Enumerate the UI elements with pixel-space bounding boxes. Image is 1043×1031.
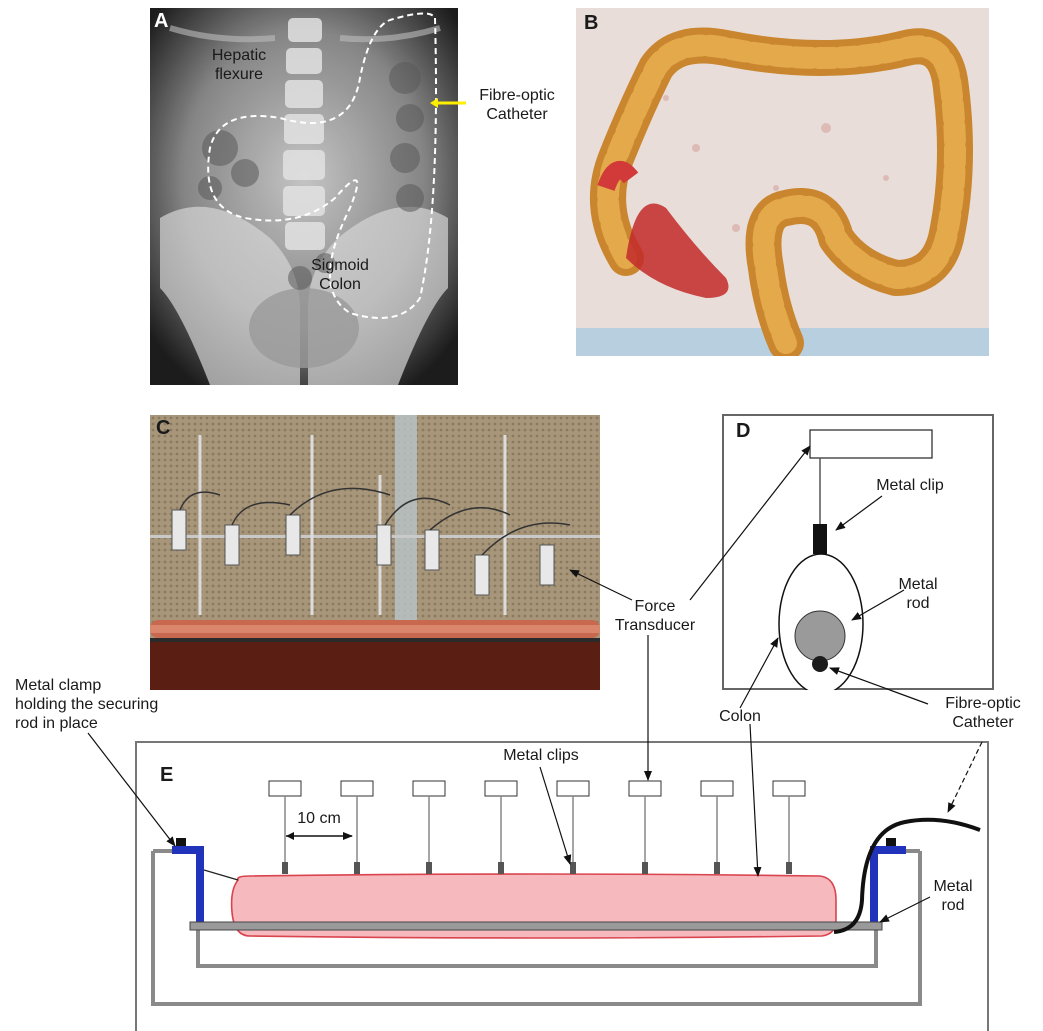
sigmoid-line-2: Colon — [300, 275, 380, 294]
metal-clip-d — [813, 524, 827, 554]
transducer-box-d — [810, 430, 932, 458]
metal-clips-label: Metal clips — [486, 746, 596, 765]
metal-rod-label-d: Metal rod — [888, 575, 948, 613]
catheter-label-d: Fibre-optic Catheter — [928, 694, 1038, 732]
clamp-line-2: holding the securing — [15, 695, 215, 714]
bench-setup-image — [150, 415, 600, 690]
force-line-1: Force — [600, 597, 710, 616]
colon-specimen-image — [576, 8, 989, 356]
clamp-line-1: Metal clamp — [15, 676, 215, 695]
force-line-2: Transducer — [600, 616, 710, 635]
catheter-a-line-2: Catheter — [462, 105, 572, 124]
metal-rod-d — [795, 611, 845, 661]
panel-c-photo: C — [150, 415, 600, 690]
cross-section-diagram — [722, 414, 994, 690]
catheter-dot-d — [812, 656, 828, 672]
rod-e-line-1: Metal — [923, 877, 983, 896]
metal-rod-label-e: Metal rod — [923, 877, 983, 915]
panel-e-letter: E — [160, 764, 173, 787]
hepatic-line-1: Hepatic — [194, 46, 284, 65]
panel-a-xray: A Hepatic flexure Sigmoid Colon — [150, 8, 458, 385]
metal-clamp-label: Metal clamp holding the securing rod in … — [15, 676, 215, 733]
sigmoid-line-1: Sigmoid — [300, 256, 380, 275]
panel-b-photo: B — [576, 8, 989, 356]
panel-b-letter: B — [584, 12, 598, 35]
panel-e-frame — [135, 741, 989, 1031]
force-transducer-label: Force Transducer — [600, 597, 710, 635]
catheter-d-line-1: Fibre-optic — [928, 694, 1038, 713]
rod-d-line-2: rod — [888, 594, 948, 613]
ten-cm-label: 10 cm — [284, 809, 354, 828]
colon-label-d: Colon — [705, 707, 775, 726]
hepatic-line-2: flexure — [194, 65, 284, 84]
catheter-label-a: Fibre-optic Catheter — [462, 86, 572, 124]
metal-clip-label: Metal clip — [860, 476, 960, 495]
catheter-d-line-2: Catheter — [928, 713, 1038, 732]
rod-d-line-1: Metal — [888, 575, 948, 594]
catheter-a-line-1: Fibre-optic — [462, 86, 572, 105]
panel-a-letter: A — [154, 10, 168, 33]
sigmoid-colon-label: Sigmoid Colon — [300, 256, 380, 294]
hepatic-flexure-label: Hepatic flexure — [194, 46, 284, 84]
panel-c-letter: C — [156, 417, 170, 440]
rod-e-line-2: rod — [923, 896, 983, 915]
clamp-line-3: rod in place — [15, 714, 215, 733]
